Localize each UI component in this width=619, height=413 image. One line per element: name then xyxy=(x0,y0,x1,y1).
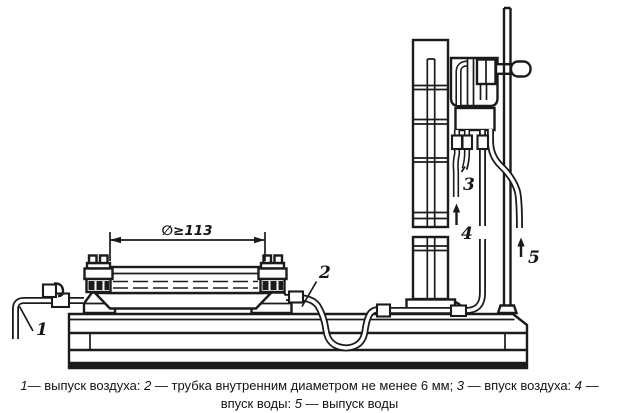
wash-vessel xyxy=(449,56,499,132)
dimension: ∅≥113 xyxy=(109,223,266,261)
stand-clamp xyxy=(494,60,532,78)
caption-line-2: впуск воды: 5 — выпуск воды xyxy=(220,395,399,411)
air-outlet-tube: 1 xyxy=(12,282,84,340)
label-4-water-inlet: 4 xyxy=(461,224,473,244)
stand-column xyxy=(405,38,466,315)
label-5-water-outlet: 5 xyxy=(528,248,540,268)
vent-cock xyxy=(41,283,58,299)
tube2-union-right xyxy=(449,304,468,318)
caption-line-1: 1— выпуск воздуха: 2 — трубка внутренним… xyxy=(20,378,599,393)
left-flange xyxy=(83,254,114,294)
dimension-label: ∅≥113 xyxy=(161,223,212,239)
leader-2 xyxy=(301,281,318,307)
base-plate xyxy=(67,312,529,370)
inlet-outlet-tubes: 3 4 5 xyxy=(450,129,540,268)
leader-3 xyxy=(460,166,466,173)
tube2-union-mid xyxy=(375,303,392,318)
label-3-air-inlet: 3 xyxy=(463,175,475,195)
vessel-stopper xyxy=(454,106,496,132)
label-2-tube: 2 xyxy=(318,263,331,283)
clamp-knob xyxy=(509,60,532,78)
right-flange xyxy=(257,254,288,294)
radiator-section xyxy=(82,254,293,315)
flow-arrow-5 xyxy=(517,237,525,257)
figure-caption: 1— выпуск воздуха: 2 — трубка внутренним… xyxy=(0,372,619,412)
label-1-air-outlet: 1 xyxy=(36,320,48,340)
flow-arrow-4 xyxy=(452,203,461,225)
leader-1 xyxy=(18,306,34,332)
diagram-canvas: ∅≥113 xyxy=(12,6,540,370)
test-rig-diagram: ∅≥113 xyxy=(12,6,540,370)
stand-rod xyxy=(496,6,519,315)
tube2-union-left xyxy=(287,290,305,304)
